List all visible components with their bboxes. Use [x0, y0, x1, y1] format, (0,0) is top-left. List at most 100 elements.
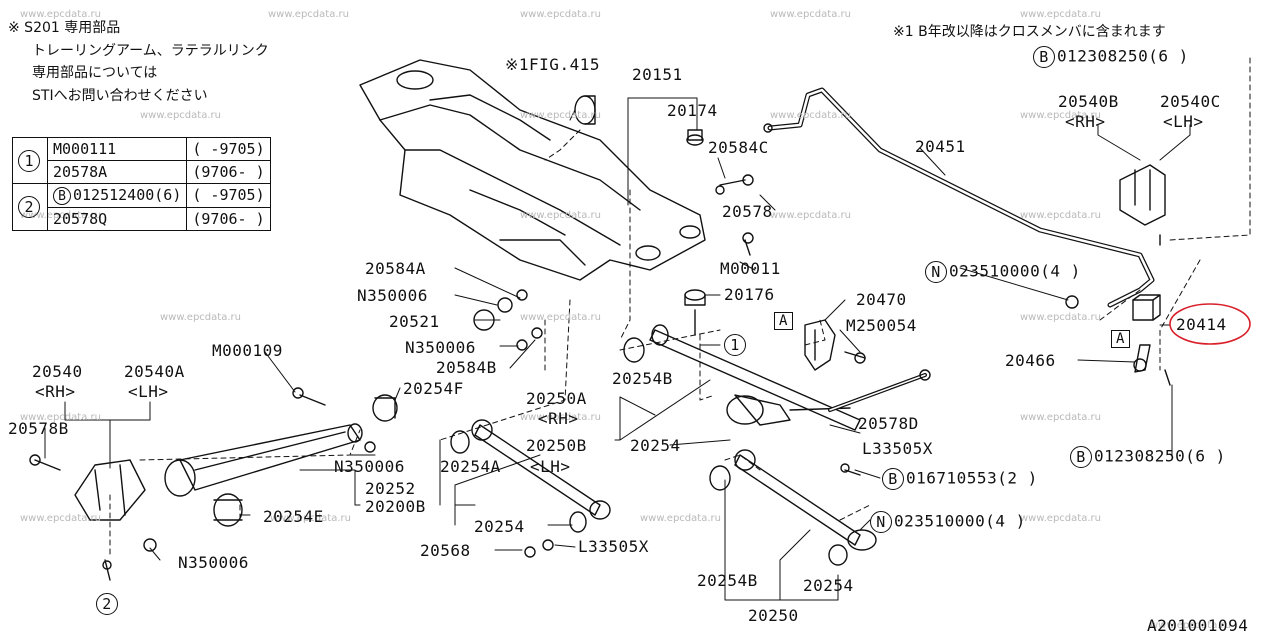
label-20451[interactable]: 20451 — [915, 137, 966, 156]
label-20250[interactable]: 20250 — [748, 606, 799, 625]
watermark: www.epcdata.ru — [160, 312, 241, 323]
label-rh: <RH> — [1065, 112, 1106, 131]
b-prefix-icon: B — [1033, 46, 1055, 68]
option-range: ( -9705) — [186, 137, 271, 161]
watermark: www.epcdata.ru — [520, 9, 601, 20]
label-20254B[interactable]: 20254B — [697, 571, 758, 590]
label-20578D[interactable]: 20578D — [858, 414, 919, 433]
watermark: www.epcdata.ru — [1020, 210, 1101, 221]
option-part: 20578A — [46, 160, 188, 184]
note-crossmember: ※1 B年改以降はクロスメンバに含まれます — [893, 24, 1166, 40]
label-L33505X[interactable]: L33505X — [578, 537, 649, 556]
diagram-id: A201001094 — [1147, 616, 1249, 635]
watermark: www.epcdata.ru — [640, 513, 721, 524]
watermark: www.epcdata.ru — [520, 110, 601, 121]
label-20540A[interactable]: 20540A — [124, 362, 185, 381]
note-line: 専用部品については — [32, 65, 158, 81]
watermark: www.epcdata.ru — [770, 110, 851, 121]
label-rh-2: <RH> — [35, 382, 76, 401]
label-M000109[interactable]: M000109 — [212, 341, 283, 360]
label-20254A[interactable]: 20254A — [440, 457, 501, 476]
watermark: www.epcdata.ru — [1020, 9, 1101, 20]
option-part: 20578Q — [46, 206, 188, 231]
label-rh-3: <RH> — [538, 409, 579, 428]
watermark: www.epcdata.ru — [20, 513, 101, 524]
watermark: www.epcdata.ru — [1020, 513, 1101, 524]
watermark: www.epcdata.ru — [20, 412, 101, 423]
label-20200B[interactable]: 20200B — [365, 497, 426, 516]
label-20176[interactable]: 20176 — [724, 285, 775, 304]
note-title: ※ S201 専用部品 — [8, 20, 121, 36]
option-part: M000111 — [46, 137, 188, 161]
callout-1[interactable]: 1 — [724, 334, 748, 356]
watermark: www.epcdata.ru — [1020, 412, 1101, 423]
label-20540C[interactable]: 20540C — [1160, 92, 1221, 111]
label-N350006[interactable]: N350006 — [178, 553, 249, 572]
label-fig415[interactable]: ※1FIG.415 — [505, 55, 600, 74]
b-prefix-icon: B — [1070, 446, 1092, 468]
b-prefix-icon: B — [882, 468, 904, 490]
label-20254[interactable]: 20254 — [630, 436, 681, 455]
n-prefix-icon: N — [925, 261, 947, 283]
label-20578B[interactable]: 20578B — [8, 419, 69, 438]
callout-2[interactable]: 2 — [96, 593, 120, 615]
label-20252[interactable]: 20252 — [365, 479, 416, 498]
n-prefix-icon: N — [870, 511, 892, 533]
label-20254[interactable]: 20254 — [803, 576, 854, 595]
crossmember — [359, 59, 706, 281]
watermark: www.epcdata.ru — [1150, 620, 1231, 631]
label-20470[interactable]: 20470 — [856, 290, 907, 309]
label-20151[interactable]: 20151 — [632, 65, 683, 84]
label-M250054[interactable]: M250054 — [846, 316, 917, 335]
label-20174[interactable]: 20174 — [667, 101, 718, 120]
trailing-arm-bracket — [74, 459, 146, 521]
label-20540B[interactable]: 20540B — [1058, 92, 1119, 111]
label-20466[interactable]: 20466 — [1005, 351, 1056, 370]
label-20540[interactable]: 20540 — [32, 362, 83, 381]
lateral-link-upper — [649, 329, 861, 431]
highlight-ring-20414 — [1169, 303, 1251, 345]
lateral-link-lower — [734, 454, 861, 546]
label-N350006[interactable]: N350006 — [405, 338, 476, 357]
watermark: www.epcdata.ru — [268, 9, 349, 20]
label-20414[interactable]: 20414 — [1176, 315, 1227, 334]
label-20254E[interactable]: 20254E — [263, 507, 324, 526]
label-20254B[interactable]: 20254B — [612, 369, 673, 388]
label-20584B[interactable]: 20584B — [436, 358, 497, 377]
label-20254[interactable]: 20254 — [474, 517, 525, 536]
label-20578[interactable]: 20578 — [722, 202, 773, 221]
option-row-number: 1 — [12, 137, 48, 184]
label-20584C[interactable]: 20584C — [708, 138, 769, 157]
box-a-marker: A — [774, 312, 793, 330]
label-N350006[interactable]: N350006 — [334, 457, 405, 476]
label-L33505X[interactable]: L33505X — [862, 439, 933, 458]
watermark: www.epcdata.ru — [270, 513, 351, 524]
note-line: トレーリングアーム、ラテラルリンク — [32, 43, 269, 59]
label-lh-2: <LH> — [128, 382, 169, 401]
label-20584A[interactable]: 20584A — [365, 259, 426, 278]
label-M00011[interactable]: M00011 — [720, 259, 781, 278]
option-range: (9706- ) — [186, 206, 271, 231]
label-20521[interactable]: 20521 — [389, 312, 440, 331]
watermark: www.epcdata.ru — [20, 9, 101, 20]
label-20254F[interactable]: 20254F — [403, 379, 464, 398]
box-a-marker: A — [1111, 330, 1130, 348]
watermark: www.epcdata.ru — [520, 210, 601, 221]
watermark: www.epcdata.ru — [770, 210, 851, 221]
option-range: ( -9705) — [186, 183, 271, 208]
watermark: www.epcdata.ru — [770, 9, 851, 20]
label-N350006[interactable]: N350006 — [357, 286, 428, 305]
label-20568[interactable]: 20568 — [420, 541, 471, 560]
label-20250B[interactable]: 20250B — [526, 436, 587, 455]
label-20250A[interactable]: 20250A — [526, 389, 587, 408]
callout-1-icon: 1 — [724, 334, 746, 356]
watermark: www.epcdata.ru — [140, 110, 221, 121]
lateral-link-lh — [474, 424, 601, 516]
